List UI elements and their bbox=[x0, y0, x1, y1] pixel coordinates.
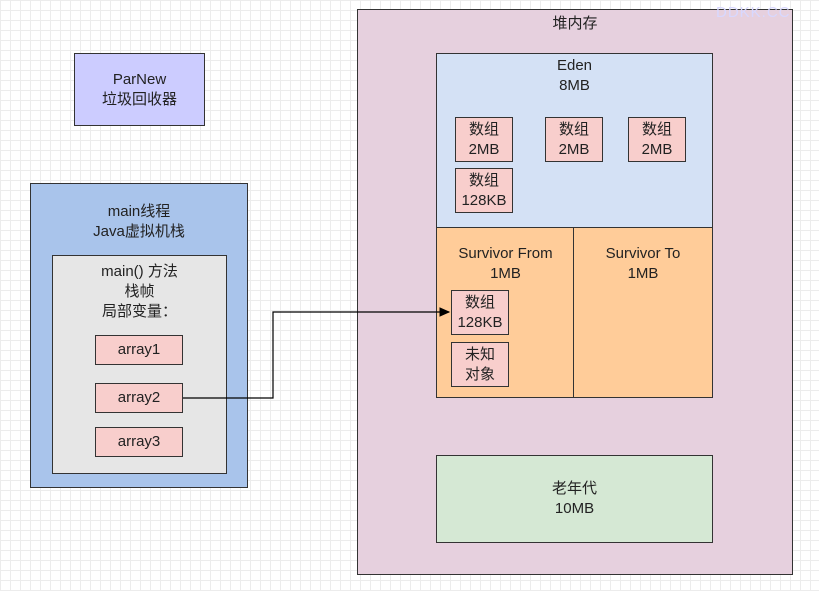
local-var-label: array2 bbox=[117, 389, 161, 406]
survivor-from-name: Survivor From bbox=[458, 245, 553, 262]
frame-title: main() 方法 bbox=[101, 263, 178, 280]
local-var-label: array3 bbox=[117, 433, 161, 450]
array-object-label: 数组 bbox=[468, 120, 499, 138]
array-object-size: 2MB bbox=[558, 140, 590, 158]
local-var-array1: array1 bbox=[95, 335, 183, 365]
old-gen-name: 老年代 bbox=[551, 480, 597, 497]
survivor-unknown-object: 未知 对象 bbox=[451, 342, 509, 387]
local-var-array3: array3 bbox=[95, 427, 183, 457]
survivor-array-object: 数组 128KB bbox=[451, 290, 509, 335]
array-object-label: 数组 bbox=[468, 171, 499, 189]
array-object-size: 128KB bbox=[461, 191, 507, 209]
unknown-object-label-2: 对象 bbox=[464, 365, 495, 383]
array-object-size: 2MB bbox=[468, 140, 500, 158]
local-var-array2: array2 bbox=[95, 383, 183, 413]
frame-locals-label: 局部变量： bbox=[101, 303, 177, 320]
eden-array-object: 数组 128KB bbox=[455, 168, 513, 213]
array-object-label: 数组 bbox=[464, 293, 495, 311]
array-object-label: 数组 bbox=[641, 120, 672, 138]
eden-array-object: 数组 2MB bbox=[455, 117, 513, 162]
survivor-to-size: 1MB bbox=[627, 265, 659, 282]
array-object-label: 数组 bbox=[558, 120, 589, 138]
heap-title: 堆内存 bbox=[552, 15, 598, 32]
eden-size: 8MB bbox=[559, 77, 590, 94]
array-object-size: 2MB bbox=[641, 140, 673, 158]
survivor-to-name: Survivor To bbox=[605, 245, 681, 262]
eden-array-object: 数组 2MB bbox=[628, 117, 686, 162]
survivor-to-space: Survivor To 1MB bbox=[573, 227, 713, 398]
old-generation-space: 老年代 10MB bbox=[436, 455, 713, 543]
parnew-title: ParNew bbox=[112, 70, 167, 88]
frame-subtitle: 栈帧 bbox=[124, 283, 155, 300]
eden-array-object: 数组 2MB bbox=[545, 117, 603, 162]
stack-title-jvm: Java虚拟机栈 bbox=[93, 223, 185, 240]
parnew-subtitle: 垃圾回收器 bbox=[101, 90, 177, 108]
parnew-collector-box: ParNew 垃圾回收器 bbox=[74, 53, 205, 126]
stack-title-thread: main线程 bbox=[107, 203, 171, 220]
unknown-object-label: 未知 bbox=[464, 345, 495, 363]
watermark: DDKK.CC bbox=[716, 4, 791, 21]
eden-name: Eden bbox=[556, 57, 593, 74]
old-gen-size: 10MB bbox=[554, 500, 595, 517]
array-object-size: 128KB bbox=[457, 313, 503, 331]
local-var-label: array1 bbox=[117, 341, 161, 358]
survivor-from-size: 1MB bbox=[490, 265, 521, 282]
